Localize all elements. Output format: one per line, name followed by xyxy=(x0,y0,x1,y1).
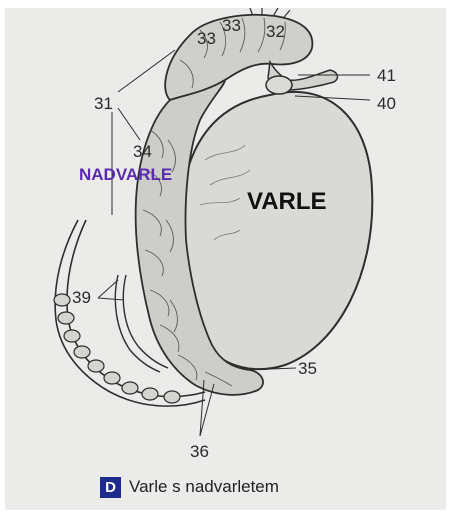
label-34: 34 xyxy=(133,143,152,160)
label-33-top: 33 xyxy=(222,17,241,34)
caption-text: Varle s nadvarletem xyxy=(129,477,279,497)
label-40: 40 xyxy=(377,95,396,112)
testis xyxy=(178,92,372,369)
label-33-left: 33 xyxy=(197,30,216,47)
figure-caption: D Varle s nadvarletem xyxy=(100,476,279,498)
label-41: 41 xyxy=(377,67,396,84)
testis-label: VARLE xyxy=(247,190,327,214)
label-31: 31 xyxy=(94,95,113,112)
label-35: 35 xyxy=(298,360,317,377)
label-32: 32 xyxy=(266,23,285,40)
label-39: 39 xyxy=(72,289,91,306)
caption-letter-badge: D xyxy=(100,477,121,498)
label-36: 36 xyxy=(190,443,209,460)
epididymis-label: NADVARLE xyxy=(79,166,172,183)
appendix-bulb xyxy=(266,76,292,94)
